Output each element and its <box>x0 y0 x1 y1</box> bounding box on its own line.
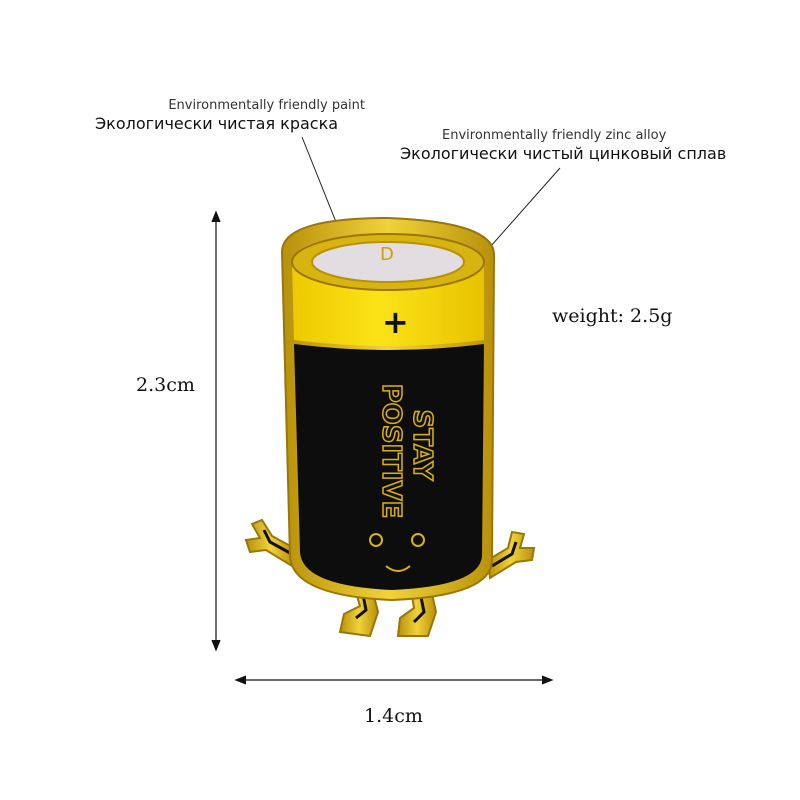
battery-cap <box>311 241 465 283</box>
width-dimension-arrow <box>234 675 554 685</box>
paint-annotation-ru: Экологически чистая краска <box>95 114 339 133</box>
height-dimension-arrow <box>211 210 221 652</box>
zinc-annotation-ru: Экологически чистый цинковый сплав <box>400 144 727 163</box>
battery-top-label: D <box>380 244 394 265</box>
left-arm <box>244 518 296 568</box>
paint-annotation-en: Environmentally friendly paint <box>168 98 365 113</box>
battery-face <box>369 533 425 572</box>
zinc-annotation-en: Environmentally friendly zinc alloy <box>442 128 667 143</box>
battery-black-body <box>294 344 484 590</box>
slogan-stay: STAY <box>406 409 438 481</box>
plus-sign: + <box>382 303 409 341</box>
height-label: 2.3cm <box>136 374 195 396</box>
right-arm <box>486 530 536 580</box>
paint-annotation: Environmentally friendly paint Экологиче… <box>95 98 395 133</box>
slogan-positive: POSITIVE <box>375 383 407 519</box>
width-label: 1.4cm <box>364 705 423 727</box>
weight-label: weight: 2.5g <box>552 305 673 327</box>
zinc-annotation: Environmentally friendly zinc alloy Экол… <box>400 128 726 163</box>
